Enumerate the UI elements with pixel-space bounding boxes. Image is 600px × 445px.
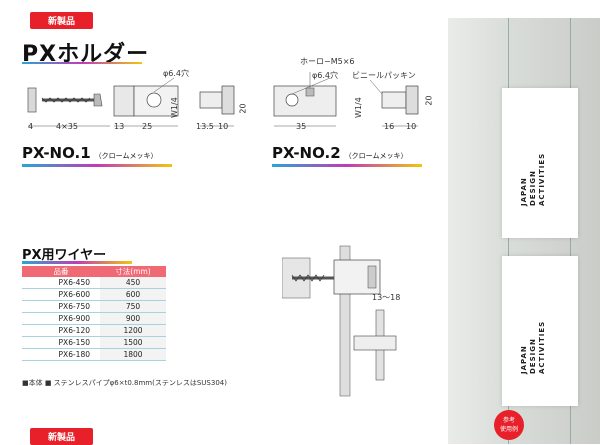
- px-no2-note: （クロームメッキ）: [344, 152, 408, 160]
- px-no2-screw-label: ホーロ−M5×6: [300, 57, 355, 66]
- screw-head: [93, 93, 103, 107]
- holder-body-left: [113, 85, 135, 117]
- row-size: 1200: [100, 324, 166, 337]
- title-underline: [22, 62, 142, 64]
- row-code: PX6-120: [22, 324, 100, 337]
- px-no1-code: PX-NO.1: [22, 144, 91, 162]
- px-no1-dim-1: 4: [28, 122, 34, 131]
- px-no1-dim-7: 20: [238, 103, 248, 114]
- px-no2-packing-label: ビニールパッキン: [352, 71, 416, 80]
- px-no2-dim-4: 20: [424, 95, 434, 106]
- px-no1-dim-3: 13: [114, 122, 125, 131]
- row-size: 450: [100, 277, 166, 289]
- px-no1-dim-5: 13.5: [196, 122, 214, 131]
- px-no2-w-label: W1/4: [354, 97, 363, 118]
- px-no1-note: （クロームメッキ）: [94, 152, 158, 160]
- cap-stem: [199, 91, 223, 109]
- px-no2-underline: [272, 164, 422, 167]
- header-code: 品番: [22, 266, 100, 277]
- panel-holder: [353, 335, 397, 351]
- px-no1-dim-4: 25: [142, 122, 153, 131]
- display-panel-1: JAPAN DESIGN ACTIVITIES: [502, 88, 578, 238]
- wire-pipe: [339, 245, 351, 397]
- display-panel-2: JAPAN DESIGN ACTIVITIES: [502, 256, 578, 406]
- px-no1-w-label: W1/4: [170, 97, 179, 118]
- row-size: 1800: [100, 348, 166, 361]
- px-no2-hole-label: φ6.4穴: [312, 71, 338, 80]
- px-no1-dim-2: 4×35: [56, 122, 78, 131]
- material-note: ■本体 ■ ステンレスパイプφ6×t0.8mm(ステンレスはSUS304): [22, 379, 227, 387]
- px-no2-dim-2: 16: [384, 122, 395, 131]
- row-code: PX6-150: [22, 336, 100, 349]
- px-no2-dim-3: 10: [406, 122, 417, 131]
- cap2-head: [405, 85, 419, 115]
- new-product-tab-bottom: 新製品: [30, 428, 94, 445]
- holder2-hole: [285, 93, 299, 107]
- row-size: 750: [100, 300, 166, 313]
- px-no1-underline: [22, 164, 172, 167]
- px-no2-code: PX-NO.2: [272, 144, 341, 162]
- holder2-body: [273, 85, 337, 117]
- assembly-diagram: [282, 245, 397, 397]
- px-no1-diagram: [27, 77, 235, 127]
- assembly-holder: [333, 259, 381, 295]
- row-code: PX6-750: [22, 300, 100, 313]
- row-code: PX6-900: [22, 312, 100, 325]
- px-no2-name: PX-NO.2（クロームメッキ）: [272, 144, 407, 162]
- new-product-tab-top: 新製品: [30, 12, 94, 29]
- assembly-dim-label: 13〜18: [372, 293, 401, 302]
- holder-hole: [146, 92, 162, 108]
- px-no2-diagram: [273, 72, 419, 127]
- px-no1-hole-label: φ6.4穴: [163, 69, 189, 78]
- table-header-row: 品番 寸法(mm): [22, 266, 166, 277]
- px-no1-dim-6: 10: [218, 122, 229, 131]
- row-code: PX6-180: [22, 348, 100, 361]
- panel-2-text: JAPAN DESIGN ACTIVITIES: [520, 320, 546, 374]
- row-code: PX6-450: [22, 277, 100, 289]
- px-no2-dim-1: 35: [296, 122, 307, 131]
- row-code: PX6-600: [22, 288, 100, 301]
- px-no1-name: PX-NO.1（クロームメッキ）: [22, 144, 157, 162]
- row-size: 600: [100, 288, 166, 301]
- row-size: 1500: [100, 336, 166, 349]
- row-size: 900: [100, 312, 166, 325]
- usage-photo: JAPAN DESIGN ACTIVITIES JAPAN DESIGN ACT…: [448, 18, 600, 444]
- wire-underline: [22, 261, 132, 264]
- set-screw: [305, 87, 315, 97]
- screw-thread: [41, 97, 91, 103]
- panel-1-text: JAPAN DESIGN ACTIVITIES: [520, 152, 546, 206]
- wire-title: PX用ワイヤー: [22, 248, 107, 263]
- usage-example-badge: 参考 使用例: [494, 410, 524, 440]
- cap2-stem: [381, 91, 407, 109]
- anchor-plug: [27, 87, 37, 113]
- header-size: 寸法(mm): [100, 266, 166, 277]
- cap-head: [221, 85, 235, 115]
